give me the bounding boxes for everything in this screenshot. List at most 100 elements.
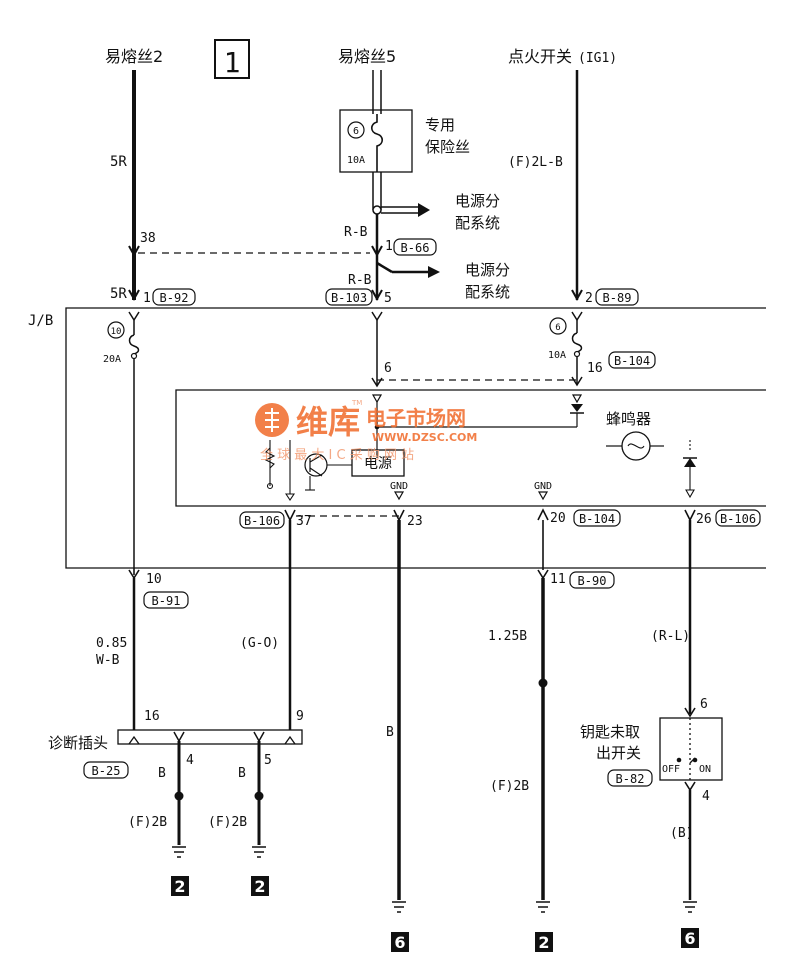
diode-26 [684,458,696,467]
arrow-b103 [371,289,383,302]
connector-b90: B-90 [578,574,607,588]
ground-ref-box-5 [681,928,699,948]
pin-4-key: 4 [702,789,710,804]
connector-b104-a: B-104 [614,354,650,368]
wire-label-2lb: (F)2L-B [508,155,563,170]
connector-b103: B-103 [331,291,367,305]
module-outline [175,389,766,507]
pin-5-diag: 5 [264,753,272,768]
pin-4-diag: 4 [186,753,194,768]
power-dist-2-line2: 配系统 [465,283,510,301]
connector-b91: B-91 [152,594,181,608]
pin-26: 26 [696,512,712,527]
key-switch-box [659,717,723,781]
jb-fuse6-rating: 10A [548,350,566,361]
module-gnd-1-arrow [393,491,405,501]
watermark-slogan: 全 球 最 大 I C 采 购 网 站 [260,447,414,463]
connector-b104-b-box [573,509,621,527]
connector-b66: B-66 [401,241,430,255]
arrow-b89 [571,289,583,302]
wire-label-wb-size: 0.85 [96,636,127,651]
module-transistor-c [309,454,323,463]
pin-38: 38 [140,231,156,246]
connector-b103-box [325,288,373,306]
dedicated-fuse-label-2: 保险丝 [425,138,470,156]
page-marker: 1 [224,46,241,79]
branch-power-dist-2 [376,261,393,274]
pin4-key-arrow [684,781,696,792]
wire-label-5r-mid: 5R [110,286,127,302]
jb-fuse10-element [128,334,140,355]
module-ground-node [266,482,274,490]
connector-b66-box [393,238,437,256]
connector-b104-a-box [608,351,656,369]
jb-right-in-arrow [571,311,583,322]
pin11-fork [537,569,549,580]
module-resistor [264,447,276,469]
wire-label-f2b-3: (F)2B [490,779,529,794]
jb-label: J/B [28,313,53,329]
connector-b104-b: B-104 [579,512,615,526]
pin-1-b66: 1 [385,239,393,254]
ground-ref-2: 2 [254,877,265,896]
connector-b91-box [143,591,189,609]
pin-5: 5 [384,291,392,306]
diag-pin16-arrow [128,735,140,745]
jb-fuse10-num: 10 [111,327,122,337]
dedicated-fuse-number: 6 [353,126,359,137]
connector-b106-b: B-106 [720,512,756,526]
module-dot-mid [374,424,380,430]
splice-diag5 [254,791,264,801]
buzzer-icon-wave [627,443,645,449]
wire-label-b: B [386,725,394,740]
pin-16-diag: 16 [144,709,160,724]
key-switch-blade [689,757,696,764]
module-power-label: 电源 [364,456,392,472]
pin-6-key: 6 [700,697,708,712]
arrow-power-dist-1 [418,203,430,217]
power-dist-1-line1: 电源分 [455,192,500,210]
diag-pin5-fork [253,731,265,743]
module-gnd-1: GND [390,481,408,492]
module-in-right-arrow [571,394,583,404]
module-pin37-arrow [284,493,296,501]
ground-symbol-1 [172,846,186,858]
module-power-box [351,449,405,477]
wire-label-f2b-2: (F)2B [208,815,247,830]
fuse2-label: 易熔丝2 [105,47,163,66]
arrow-power-dist-2 [428,266,440,278]
pin-2: 2 [585,291,593,306]
key-switch-label-1: 钥匙未取 [580,723,640,741]
dedicated-fuse-rating: 10A [347,155,365,166]
pin-9-diag: 9 [296,709,304,724]
module-in-mid-arrow [371,394,383,404]
wire-label-b-4: B [158,766,166,781]
wire-label-b-5: B [238,766,246,781]
jb-fuse6-term [573,350,581,358]
dedicated-fuse-number-circle [347,121,365,139]
wire-label-b-paren: (B) [670,826,693,841]
key-switch-on: ON [699,764,711,775]
splice-125b [538,678,548,688]
jb-wire-left-in [128,311,140,322]
connector-b25-box [83,761,129,779]
key-switch-label-2: 出开关 [596,744,641,762]
dedicated-fuse-element [370,114,384,172]
power-dist-2-line1: 电源分 [465,261,510,279]
arrow-38 [128,245,140,258]
wire-label-f2b-1: (F)2B [128,815,167,830]
pin23-fork [393,509,405,522]
pin-10: 10 [146,572,162,587]
ignition-code: (IG1) [578,51,617,66]
pin20-fork [537,508,549,521]
module-gnd-2: GND [534,481,552,492]
jb-outline [65,307,766,569]
ground-ref-3: 6 [394,933,405,952]
ground-ref-box-4 [535,932,553,952]
connector-b89-box [595,288,639,306]
pin-11: 11 [550,572,566,587]
ground-ref-4: 2 [538,933,549,952]
wire-label-rb-mid: R-B [348,273,372,288]
connector-b82: B-82 [616,772,645,786]
watermark-brand: 维库 [296,403,360,441]
